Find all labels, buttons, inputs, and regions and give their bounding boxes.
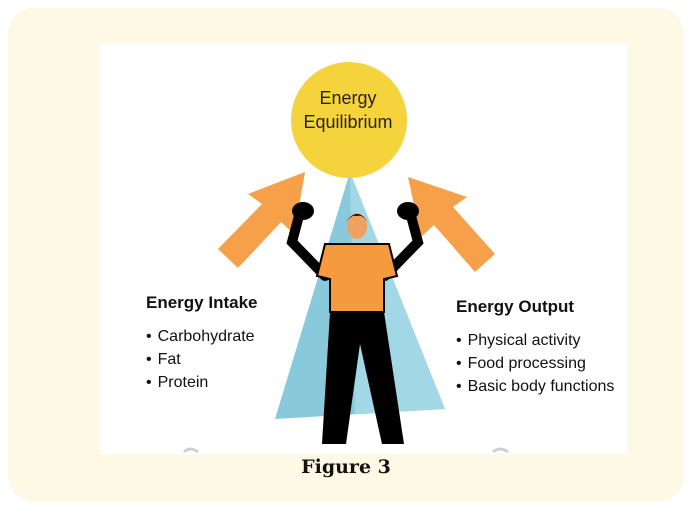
output-heading: Energy Output: [456, 297, 575, 316]
right-arrow: [408, 177, 495, 272]
figure-card: Energy Equilibrium Energy Intake Carbohy…: [8, 8, 684, 502]
center-label-line1: Energy: [319, 88, 377, 108]
output-section: Energy Output Physical activity Food pro…: [456, 297, 614, 398]
intake-item: Carbohydrate: [146, 325, 258, 348]
intake-heading: Energy Intake: [146, 293, 258, 312]
left-arrow: [218, 172, 305, 268]
intake-list: Carbohydrate Fat Protein: [146, 325, 258, 394]
center-label: Energy Equilibrium: [288, 86, 408, 134]
figure-caption: Figure 3: [301, 456, 391, 478]
output-item: Basic body functions: [456, 375, 615, 398]
intake-item: Fat: [146, 348, 258, 371]
intake-item: Protein: [146, 371, 258, 394]
energy-balance-illustration: Energy Equilibrium Energy Intake Carbohy…: [100, 44, 627, 454]
intake-section: Energy Intake Carbohydrate Fat Protein: [146, 293, 258, 394]
center-label-line2: Equilibrium: [303, 112, 393, 132]
person-figure: [286, 202, 424, 444]
illustration-graphic: [182, 62, 509, 454]
output-item: Food processing: [456, 352, 614, 375]
sun-circle: [291, 62, 407, 178]
output-item: Physical activity: [456, 329, 614, 352]
output-list: Physical activity Food processing Basic …: [456, 329, 615, 398]
